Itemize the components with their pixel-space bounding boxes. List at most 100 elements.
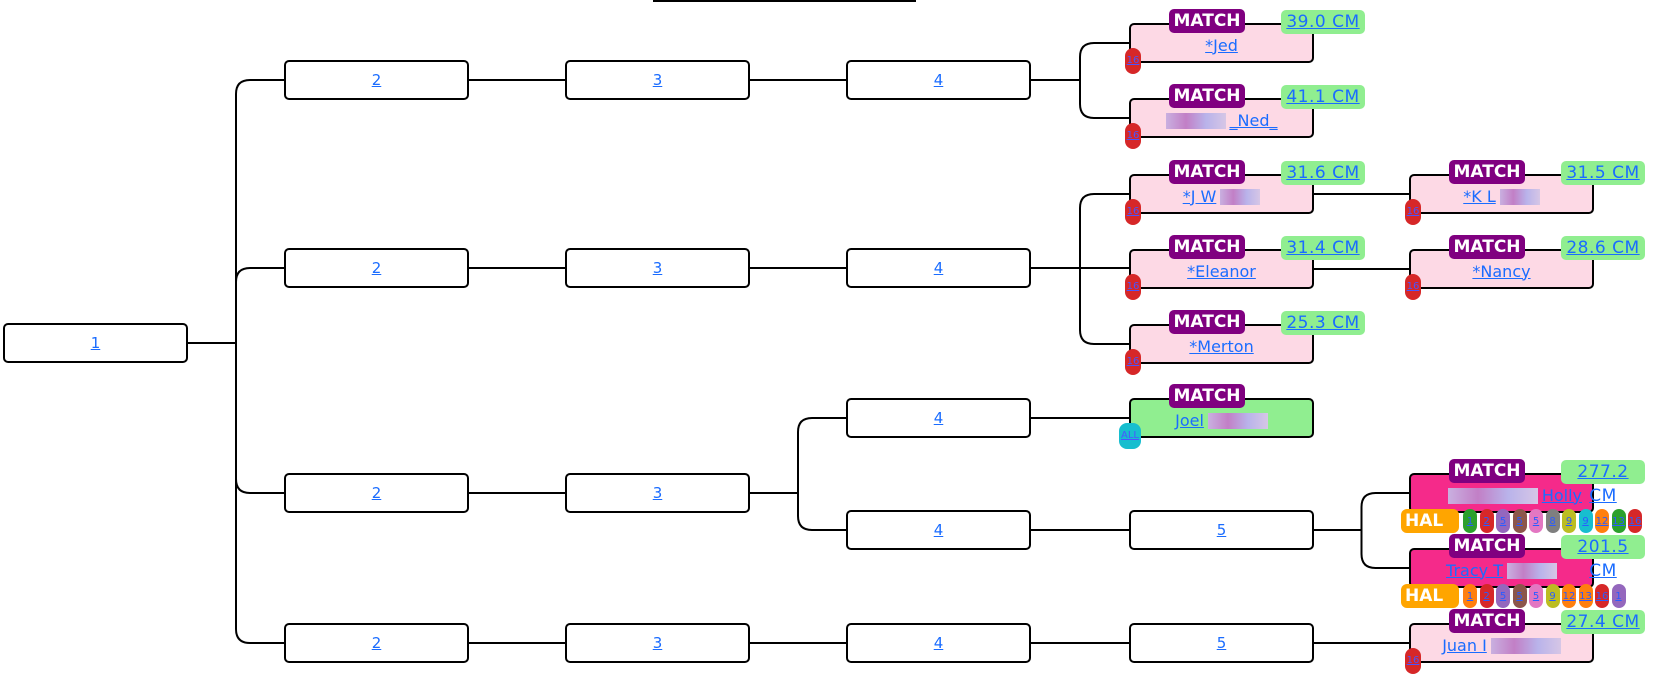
measurement-badge[interactable]: 41.1 CM	[1281, 85, 1365, 109]
bracket-node[interactable]: 4	[846, 60, 1031, 100]
pill-link[interactable]: 5	[1499, 591, 1507, 602]
bracket-node[interactable]: 4	[846, 623, 1031, 663]
category-pill[interactable]: 1	[1611, 584, 1626, 608]
category-pill[interactable]: 9	[1562, 509, 1576, 533]
category-pill[interactable]: 5	[1496, 509, 1510, 533]
node-link[interactable]: 4	[933, 409, 944, 427]
category-pill[interactable]: 16	[1628, 509, 1642, 533]
bracket-node[interactable]: 4	[846, 248, 1031, 288]
node-link[interactable]: 4	[933, 521, 944, 539]
seed-link[interactable]: 16	[1406, 655, 1420, 666]
measurement-link[interactable]: 25.3 CM	[1286, 313, 1360, 333]
category-pill[interactable]: 5	[1512, 509, 1527, 533]
node-link[interactable]: 4	[933, 634, 944, 652]
competitor-name-link[interactable]: Holly	[1541, 485, 1582, 505]
seed-link[interactable]: 16	[1126, 206, 1140, 217]
seed-link[interactable]: ALL	[1121, 430, 1139, 441]
node-link[interactable]: 2	[371, 259, 382, 277]
competitor-name-link[interactable]: *Eleanor	[1187, 261, 1256, 281]
pill-link[interactable]: 1	[1466, 591, 1474, 602]
measurement-link[interactable]: 31.4 CM	[1286, 238, 1360, 258]
category-pill[interactable]: 5	[1529, 509, 1543, 533]
category-pill[interactable]: 9	[1545, 584, 1560, 608]
category-pill[interactable]: 5	[1512, 584, 1527, 608]
measurement-badge[interactable]: 31.4 CM	[1281, 236, 1365, 260]
measurement-badge[interactable]: 201.5 CM	[1561, 535, 1645, 581]
category-pill[interactable]: 2	[1479, 584, 1494, 608]
node-link[interactable]: 1	[90, 334, 101, 352]
pill-link[interactable]: 5	[1532, 591, 1540, 602]
pill-link[interactable]: 9	[1549, 591, 1556, 602]
category-pill[interactable]: 1	[1463, 509, 1477, 533]
node-link[interactable]: 3	[652, 259, 663, 277]
category-pill[interactable]: 1	[1463, 584, 1477, 608]
seed-badge[interactable]: 16	[1125, 123, 1141, 149]
seed-link[interactable]: 16	[1406, 206, 1420, 217]
pill-link[interactable]: 2	[1483, 516, 1490, 527]
node-link[interactable]: 2	[371, 484, 382, 502]
category-pill[interactable]: 12	[1595, 509, 1609, 533]
bracket-node[interactable]: 4	[846, 510, 1031, 550]
competitor-name-link[interactable]: Juan I	[1442, 635, 1487, 655]
measurement-badge[interactable]: 27.4 CM	[1561, 610, 1645, 634]
seed-badge[interactable]: ALL	[1119, 423, 1141, 449]
measurement-badge[interactable]: 31.5 CM	[1561, 161, 1645, 185]
bracket-node[interactable]: 2	[284, 623, 469, 663]
seed-badge[interactable]: 16	[1405, 648, 1421, 674]
seed-badge[interactable]: 16	[1125, 274, 1141, 300]
category-pill[interactable]: 16	[1595, 584, 1609, 608]
pill-link[interactable]: 1	[1615, 591, 1622, 602]
category-pill[interactable]: 5	[1529, 584, 1543, 608]
competitor-name-link[interactable]: *Nancy	[1472, 261, 1531, 281]
bracket-node[interactable]: 3	[565, 473, 750, 513]
pill-link[interactable]: 5	[1516, 516, 1523, 527]
node-link[interactable]: 5	[1216, 521, 1227, 539]
pill-link[interactable]: 5	[1532, 516, 1540, 527]
pill-link[interactable]: 12	[1562, 591, 1576, 602]
category-pill[interactable]: 5	[1496, 584, 1510, 608]
node-link[interactable]: 2	[371, 634, 382, 652]
measurement-link[interactable]: 31.6 CM	[1286, 163, 1360, 183]
competitor-name-link[interactable]: Joel	[1175, 410, 1204, 430]
pill-link[interactable]: 8	[1549, 516, 1556, 527]
pill-link[interactable]: 16	[1628, 516, 1642, 527]
category-pill[interactable]: 8	[1545, 509, 1560, 533]
seed-link[interactable]: 16	[1126, 130, 1140, 141]
measurement-badge[interactable]: 277.2 CM	[1561, 460, 1645, 506]
bracket-node[interactable]: 3	[565, 623, 750, 663]
pill-link[interactable]: 5	[1499, 516, 1507, 527]
pill-link[interactable]: 1	[1466, 516, 1474, 527]
measurement-badge[interactable]: 28.6 CM	[1561, 236, 1645, 260]
measurement-link[interactable]: 28.6 CM	[1566, 238, 1640, 258]
seed-badge[interactable]: 16	[1125, 199, 1141, 225]
pill-link[interactable]: 16	[1595, 591, 1609, 602]
node-link[interactable]: 3	[652, 71, 663, 89]
measurement-badge[interactable]: 31.6 CM	[1281, 161, 1365, 185]
measurement-link[interactable]: 39.0 CM	[1286, 12, 1360, 32]
pill-link[interactable]: 9	[1565, 516, 1573, 527]
bracket-node[interactable]: 4	[846, 398, 1031, 438]
seed-link[interactable]: 16	[1126, 281, 1140, 292]
category-pill[interactable]: 12	[1562, 584, 1576, 608]
measurement-link[interactable]: 201.5 CM	[1577, 537, 1629, 581]
pill-link[interactable]: 2	[1483, 591, 1490, 602]
competitor-name-link[interactable]: *J W	[1182, 186, 1217, 206]
seed-link[interactable]: 16	[1126, 55, 1140, 66]
competitor-name-link[interactable]: *Merton	[1189, 336, 1254, 356]
bracket-node[interactable]: 3	[565, 248, 750, 288]
bracket-node[interactable]: 2	[284, 473, 469, 513]
node-link[interactable]: 3	[652, 634, 663, 652]
seed-badge[interactable]: 16	[1405, 199, 1421, 225]
measurement-link[interactable]: 31.5 CM	[1566, 163, 1640, 183]
seed-badge[interactable]: 16	[1405, 274, 1421, 300]
pill-link[interactable]: 12	[1595, 516, 1609, 527]
bracket-node[interactable]: 5	[1129, 623, 1314, 663]
bracket-node[interactable]: 1	[3, 323, 188, 363]
